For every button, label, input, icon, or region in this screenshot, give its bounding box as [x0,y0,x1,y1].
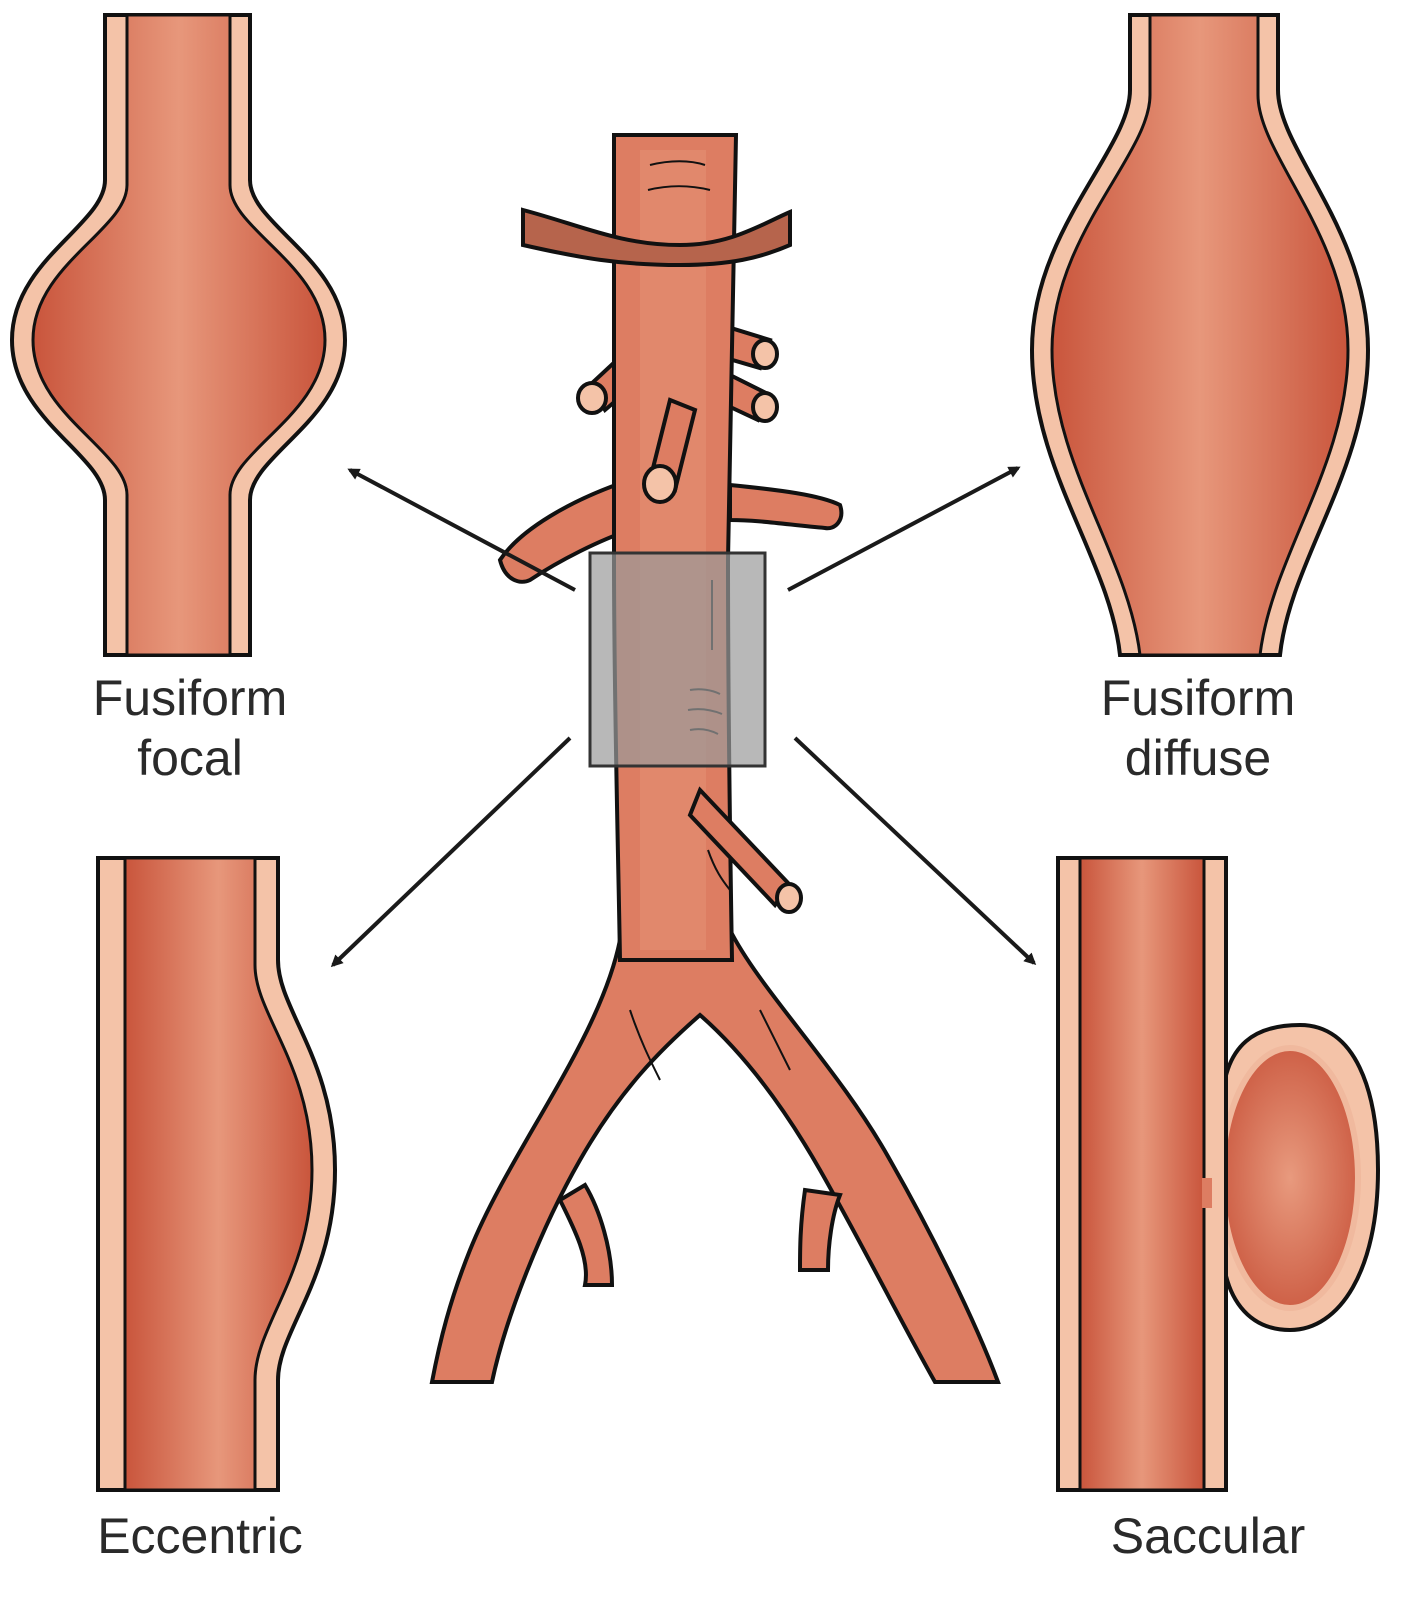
label-eccentric: Eccentric [60,1506,340,1566]
saccular-vessel [1058,858,1378,1490]
label-eccentric-line1: Eccentric [60,1506,340,1566]
label-fusiform-focal-line2: focal [60,728,320,788]
fusiform-focal-vessel [12,15,345,655]
eccentric-vessel [98,858,335,1490]
aorta-illustration [432,135,998,1382]
label-fusiform-diffuse-line2: diffuse [1068,728,1328,788]
arrow-to-eccentric [333,738,570,965]
highlight-box [590,553,765,766]
label-fusiform-focal: Fusiform focal [60,668,320,788]
label-saccular-line1: Saccular [1068,1506,1348,1566]
arrow-to-saccular [795,738,1034,963]
fusiform-diffuse-vessel [1032,15,1368,655]
label-fusiform-diffuse-line1: Fusiform [1068,668,1328,728]
label-fusiform-focal-line1: Fusiform [60,668,320,728]
label-fusiform-diffuse: Fusiform diffuse [1068,668,1328,788]
label-saccular: Saccular [1068,1506,1348,1566]
